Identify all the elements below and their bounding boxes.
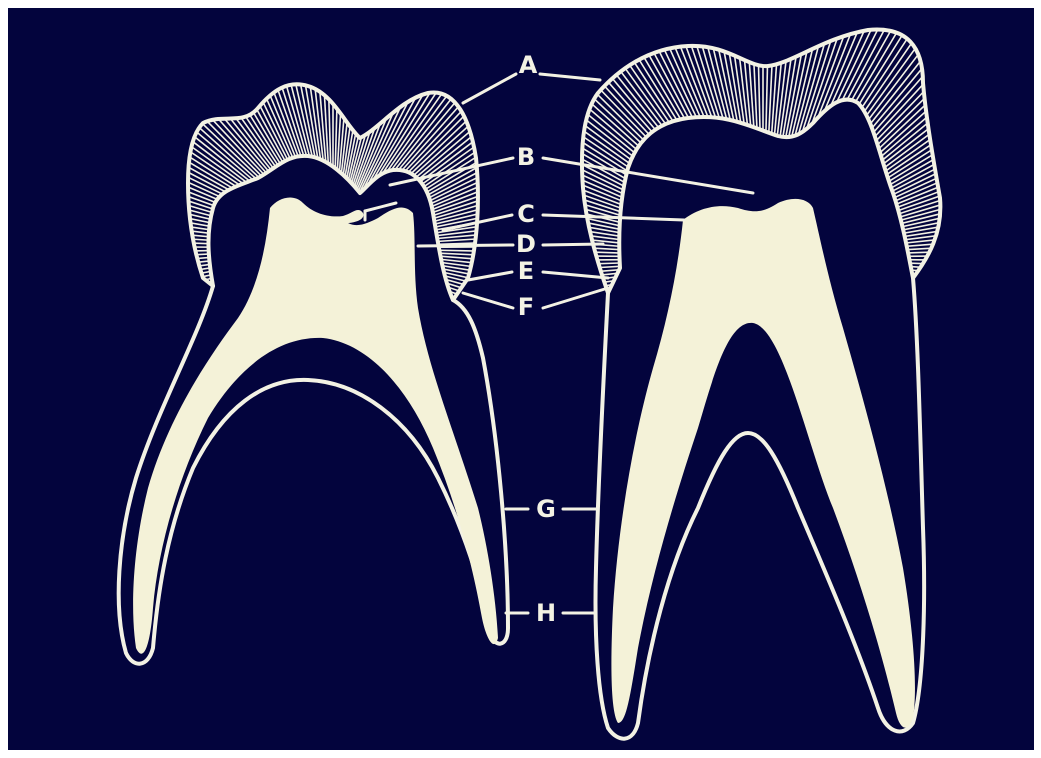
enamel-rod-line [822, 267, 1034, 303]
enamel-rod-line [463, 255, 703, 258]
enamel-rod-line [822, 268, 1034, 310]
enamel-rod-line [463, 259, 703, 262]
tooth-section-diagram: A B C D E F G H [8, 8, 1034, 750]
enamel-rod-line [75, 217, 293, 243]
enamel-rod-line [73, 246, 293, 248]
label-E: E [518, 257, 534, 285]
enamel-rod-line [821, 274, 1034, 337]
label-E-group: E [468, 257, 608, 285]
enamel-rod-line [823, 260, 1034, 268]
enamel-rod-line [820, 277, 1034, 351]
label-B: B [517, 143, 535, 171]
label-A: A [519, 51, 538, 79]
enamel-rod-line [73, 249, 293, 254]
enamel-rod-line [464, 241, 704, 255]
enamel-rod-line [823, 263, 1034, 283]
enamel-rod-line [823, 264, 1034, 289]
enamel-rod-line [74, 251, 293, 268]
label-H-group: H [506, 599, 596, 627]
enamel-right [463, 8, 1034, 408]
enamel-rod-line [823, 261, 1034, 275]
label-D: D [516, 230, 536, 258]
enamel-rod-line [822, 271, 1034, 324]
label-C: C [517, 200, 535, 228]
enamel-rod-line [464, 263, 703, 283]
label-H: H [536, 599, 556, 627]
enamel-rod-line [463, 248, 703, 256]
enamel-rod-line [77, 203, 294, 241]
enamel-rod-line [821, 273, 1034, 331]
enamel-rod-line [823, 259, 1034, 262]
enamel-rod-line [76, 210, 294, 242]
enamel-rod-line [820, 278, 1034, 357]
label-G-group: G [506, 495, 596, 523]
diagram-slide: A B C D E F G H [8, 8, 1034, 750]
enamel-rod-line [74, 232, 294, 246]
enamel-rod-line [820, 275, 1034, 344]
enamel-rod-line [465, 266, 703, 297]
enamel-rod-line [822, 270, 1034, 317]
enamel-rod-line [465, 227, 704, 252]
label-A-group: A [463, 51, 600, 103]
enamel-rod-line [463, 260, 703, 268]
pulp-right [611, 199, 915, 728]
enamel-rod-line [819, 279, 1034, 364]
enamel-rod-line [823, 266, 1034, 297]
enamel-rod-line [73, 250, 293, 261]
label-F-group: F [463, 288, 608, 321]
enamel-rod-line [73, 239, 293, 247]
label-G: G [536, 495, 556, 523]
label-F: F [518, 293, 534, 321]
enamel-rod-line [78, 196, 294, 240]
enamel-rod-line [74, 224, 293, 244]
